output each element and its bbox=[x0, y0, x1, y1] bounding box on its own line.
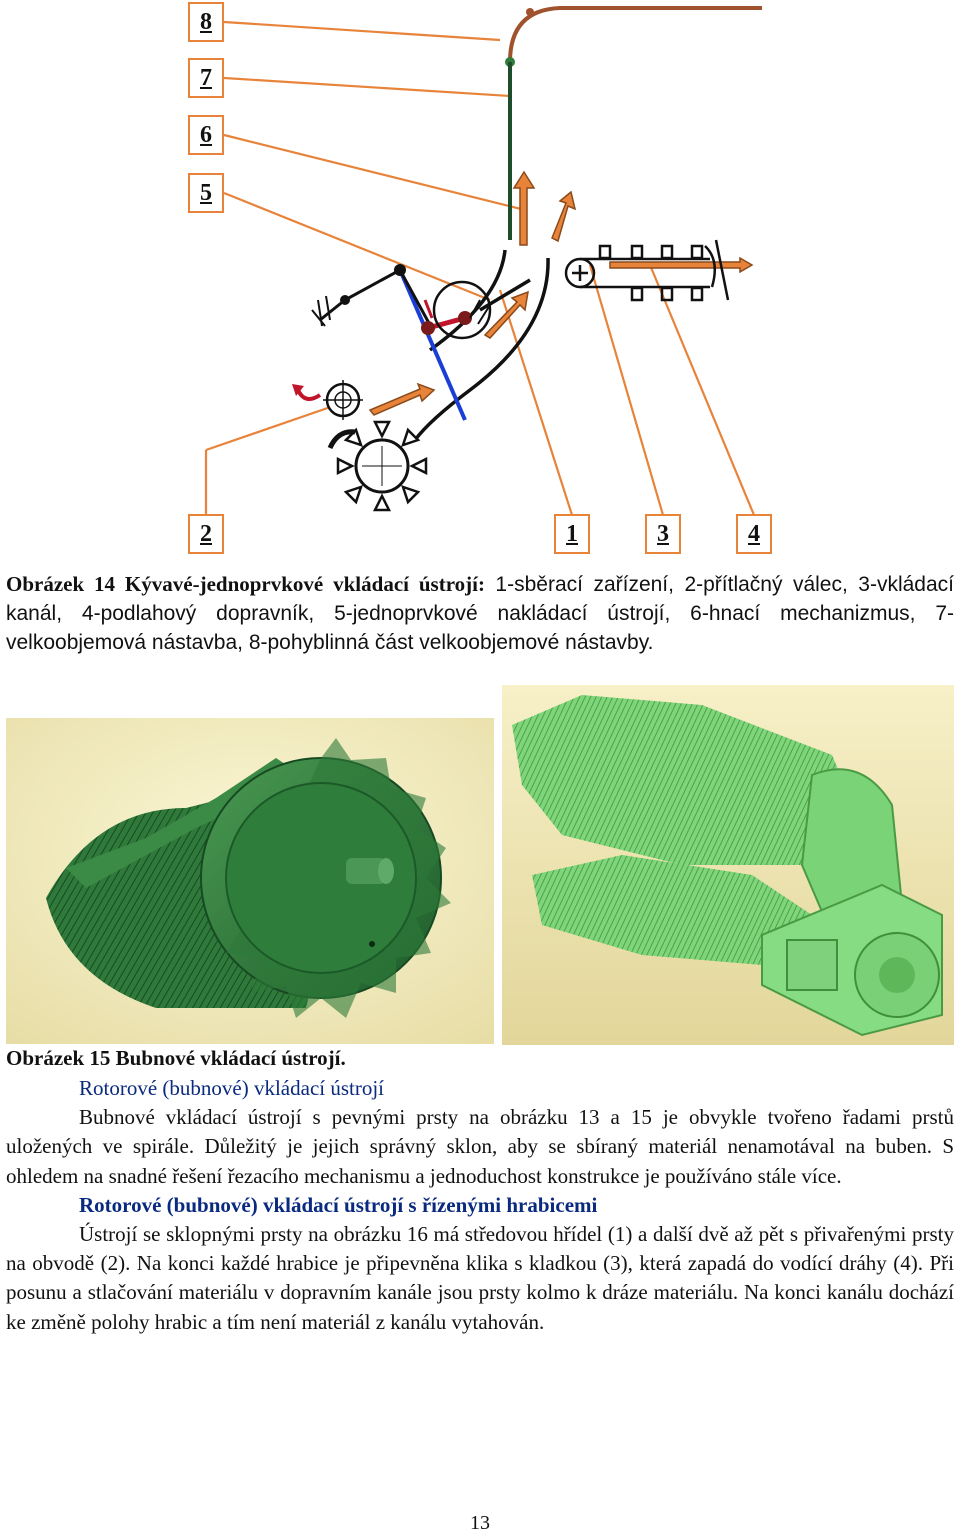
label-4: 4 bbox=[736, 514, 772, 554]
floor-conveyor bbox=[564, 239, 730, 302]
label-8: 8 bbox=[188, 2, 224, 42]
figure-14-caption: Obrázek 14 Kývavé-jednoprvkové vkládací … bbox=[6, 572, 954, 654]
material-flow-arrows bbox=[368, 170, 754, 416]
body-text: Rotorové (bubnové) vkládací ústrojí Bubn… bbox=[6, 1074, 954, 1337]
section-heading-drum: Rotorové (bubnové) vkládací ústrojí bbox=[79, 1076, 385, 1100]
packer-lever bbox=[398, 269, 467, 421]
mechanism-diagram bbox=[204, 6, 762, 516]
label-6: 6 bbox=[188, 115, 224, 155]
label-5: 5 bbox=[188, 173, 224, 213]
drum-photo-right bbox=[502, 685, 954, 1045]
leader-lines-bottom bbox=[204, 264, 756, 516]
paragraph-drum: Bubnové vkládací ústrojí s pevnými prsty… bbox=[6, 1105, 954, 1188]
label-2: 2 bbox=[188, 514, 224, 554]
press-roller bbox=[323, 380, 363, 420]
paragraph-controlled-rakes: Ústrojí se sklopnými prsty na obrázku 16… bbox=[6, 1222, 954, 1334]
label-1: 1 bbox=[554, 514, 590, 554]
page-number: 13 bbox=[470, 1512, 490, 1534]
label-7: 7 bbox=[188, 58, 224, 98]
drum-photo-left bbox=[6, 718, 494, 1044]
pickup-drum bbox=[336, 420, 428, 512]
movable-part bbox=[508, 6, 762, 63]
figure-15-caption: Obrázek 15 Bubnové vkládací ústrojí. bbox=[6, 1046, 346, 1070]
leader-lines-top bbox=[223, 20, 526, 302]
label-3: 3 bbox=[645, 514, 681, 554]
section-heading-controlled-rakes: Rotorové (bubnové) vkládací ústrojí s ří… bbox=[79, 1192, 598, 1217]
